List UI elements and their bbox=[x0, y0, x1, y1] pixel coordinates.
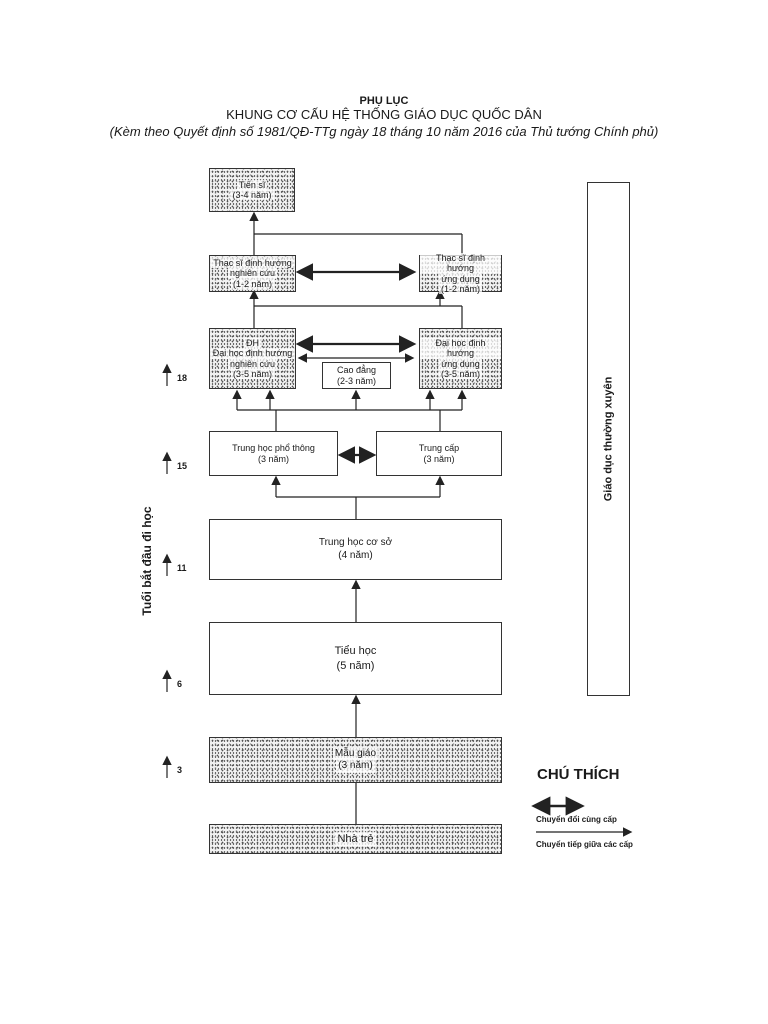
box-tien-si: Tiến sĩ (3-4 năm) bbox=[209, 168, 295, 212]
thac-si-nc-duration: (1-2 năm) bbox=[230, 278, 274, 290]
dai-hoc-nc-duration: (3-5 năm) bbox=[230, 368, 274, 380]
mau-giao-duration: (3 năm) bbox=[336, 760, 375, 773]
box-dai-hoc-nghien-cuu: ĐH Đại học định hướng nghiên cứu (3-5 nă… bbox=[209, 328, 296, 389]
box-thac-si-ung-dung: Thạc sĩ định hướng ứng dụng (1-2 năm) bbox=[419, 252, 502, 295]
age-marker-6: 6 bbox=[172, 679, 182, 690]
age-11: 11 bbox=[177, 563, 187, 573]
age-3: 3 bbox=[177, 765, 183, 775]
legend-title: CHÚ THÍCH bbox=[537, 766, 620, 783]
mau-giao-label: Mẫu giáo bbox=[332, 747, 379, 760]
box-tieu-hoc: Tiểu học (5 năm) bbox=[209, 622, 502, 695]
box-cao-dang: Cao đẳng (2-3 năm) bbox=[322, 362, 391, 389]
thcs-label: Trung học cơ sở bbox=[316, 537, 395, 550]
age-18: 18 bbox=[177, 373, 188, 383]
tien-si-duration: (3-4 năm) bbox=[230, 190, 274, 201]
legend-lateral-text: Chuyển đổi cùng cấp bbox=[536, 815, 617, 824]
age-15: 15 bbox=[177, 461, 188, 471]
box-giao-duc-thuong-xuyen: Giáo dục thường xuyên bbox=[587, 182, 630, 696]
tieu-hoc-label: Tiểu học bbox=[332, 644, 379, 659]
age-marker-18: 18 bbox=[172, 373, 187, 384]
box-trung-hoc-pho-thong: Trung học phổ thông (3 năm) bbox=[209, 431, 338, 476]
box-trung-cap: Trung cấp (3 năm) bbox=[376, 431, 502, 476]
age-6: 6 bbox=[177, 679, 183, 689]
age-marker-15: 15 bbox=[172, 461, 187, 472]
appendix-heading: PHỤ LỤC bbox=[359, 95, 409, 107]
thac-si-nc-line1: Thạc sĩ định hướng bbox=[211, 257, 294, 269]
age-marker-3: 3 bbox=[172, 765, 182, 776]
dai-hoc-nc-abbrev: ĐH bbox=[244, 337, 261, 349]
box-trung-hoc-co-so: Trung học cơ sở (4 năm) bbox=[209, 519, 502, 580]
tieu-hoc-duration: (5 năm) bbox=[334, 658, 377, 673]
trung-cap-label: Trung cấp bbox=[416, 443, 462, 454]
legend-vertical-text: Chuyển tiếp giữa các cấp bbox=[536, 840, 633, 849]
dai-hoc-ud-line2: ứng dụng bbox=[439, 358, 482, 369]
gdtx-label: Giáo dục thường xuyên bbox=[602, 376, 615, 502]
age-axis-label: Tuổi bắt đầu đi học bbox=[140, 506, 154, 616]
thpt-label: Trung học phổ thông bbox=[230, 443, 317, 454]
dai-hoc-nc-line2: nghiên cứu bbox=[227, 358, 278, 369]
thcs-duration: (4 năm) bbox=[336, 549, 375, 562]
nha-tre-label: Nhà trẻ bbox=[335, 831, 376, 847]
thac-si-nc-line2: nghiên cứu bbox=[227, 268, 278, 279]
page-subtitle: (Kèm theo Quyết định số 1981/QĐ-TTg ngày… bbox=[109, 124, 659, 139]
thac-si-ud-duration: (1-2 năm) bbox=[438, 283, 482, 295]
cao-dang-duration: (2-3 năm) bbox=[334, 375, 378, 386]
thac-si-ud-line2: ứng dụng bbox=[439, 273, 482, 284]
dai-hoc-ud-line1: Đại học định hướng bbox=[420, 337, 501, 359]
box-dai-hoc-ung-dung: Đại học định hướng ứng dụng (3-5 năm) bbox=[419, 328, 502, 389]
box-nha-tre: Nhà trẻ bbox=[209, 824, 502, 854]
trung-cap-duration: (3 năm) bbox=[421, 453, 457, 464]
page-title: KHUNG CƠ CẤU HỆ THỐNG GIÁO DỤC QUỐC DÂN bbox=[226, 107, 542, 122]
cao-dang-label: Cao đẳng bbox=[334, 365, 379, 376]
dai-hoc-nc-line1: Đại học định hướng bbox=[210, 348, 295, 359]
thac-si-ud-line1: Thạc sĩ định hướng bbox=[420, 252, 501, 274]
age-marker-11: 11 bbox=[172, 563, 187, 574]
box-mau-giao: Mẫu giáo (3 năm) bbox=[209, 737, 502, 783]
thpt-duration: (3 năm) bbox=[255, 453, 291, 464]
box-thac-si-nghien-cuu: Thạc sĩ định hướng nghiên cứu (1-2 năm) bbox=[209, 255, 296, 292]
tien-si-label: Tiến sĩ bbox=[236, 179, 268, 190]
dai-hoc-ud-duration: (3-5 năm) bbox=[438, 368, 482, 380]
